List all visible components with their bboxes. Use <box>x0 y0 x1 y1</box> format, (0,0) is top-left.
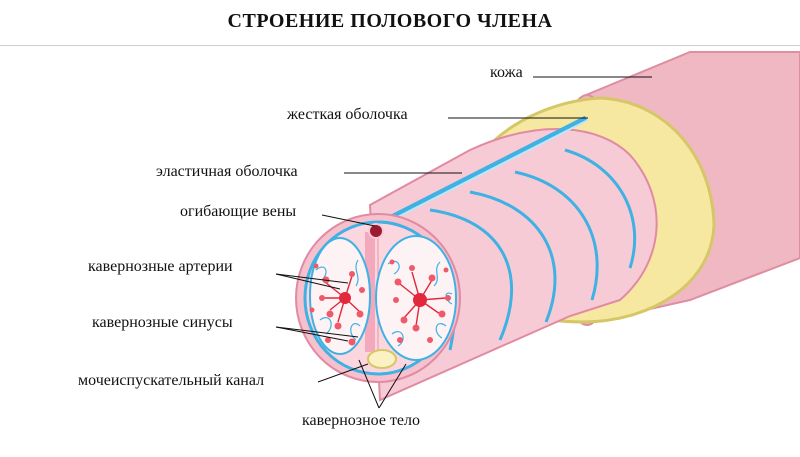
cavernous-arteries <box>322 271 447 327</box>
label-urethra: мочеиспускательный канал <box>78 372 265 389</box>
dorsal-vessel-inner <box>379 119 589 227</box>
title-divider <box>0 45 800 46</box>
label-tunica-albuginea: жесткая оболочка <box>287 106 408 123</box>
circumflex-vein-dot <box>368 223 384 239</box>
label-cavernous-sinuses: кавернозные синусы <box>92 314 233 331</box>
cavernous-artery-left <box>339 292 351 304</box>
cavernous-artery-right <box>413 293 427 307</box>
label-cavernous-body: кавернозное тело <box>302 412 421 429</box>
circumflex-vein-arc <box>429 208 514 341</box>
leader-lines <box>275 76 652 409</box>
label-cavernous-arteries: кавернозные артерии <box>88 258 233 275</box>
circumflex-vein-arc <box>469 190 557 323</box>
label-skin: кожа <box>490 64 523 81</box>
dorsal-vessel <box>374 115 588 228</box>
cavernous-sinuses <box>309 259 451 346</box>
circumflex-vein-arc <box>564 148 637 269</box>
circumflex-vein-arc <box>514 170 599 301</box>
label-elastic-sheath: эластичная оболочка <box>156 163 298 180</box>
urethra <box>367 349 397 369</box>
label-circumflex-veins: огибающие вены <box>180 203 297 220</box>
page-title: СТРОЕНИЕ ПОЛОВОГО ЧЛЕНА <box>227 10 553 32</box>
